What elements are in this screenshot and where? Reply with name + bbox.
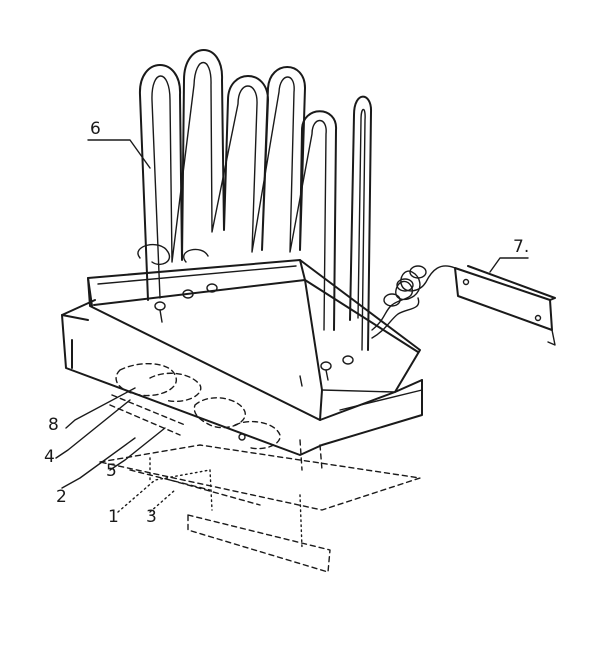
control-components [109, 362, 323, 471]
label-6: 6 [90, 119, 101, 139]
heating-element-coils [137, 49, 373, 351]
label-3: 3 [146, 507, 157, 527]
element-terminals [154, 283, 354, 387]
label-8: 8 [48, 415, 59, 435]
base-box [61, 299, 423, 456]
label-2: 2 [56, 487, 67, 507]
label-1: 1 [108, 507, 119, 527]
label-4: 4 [44, 447, 55, 467]
label-7: 7. [513, 237, 529, 257]
mounting-bracket [454, 265, 556, 346]
leader-lines [55, 139, 529, 513]
top-cover [87, 259, 421, 421]
power-cord [371, 265, 456, 339]
bottom-plate [99, 444, 421, 573]
label-5: 5 [106, 461, 117, 481]
